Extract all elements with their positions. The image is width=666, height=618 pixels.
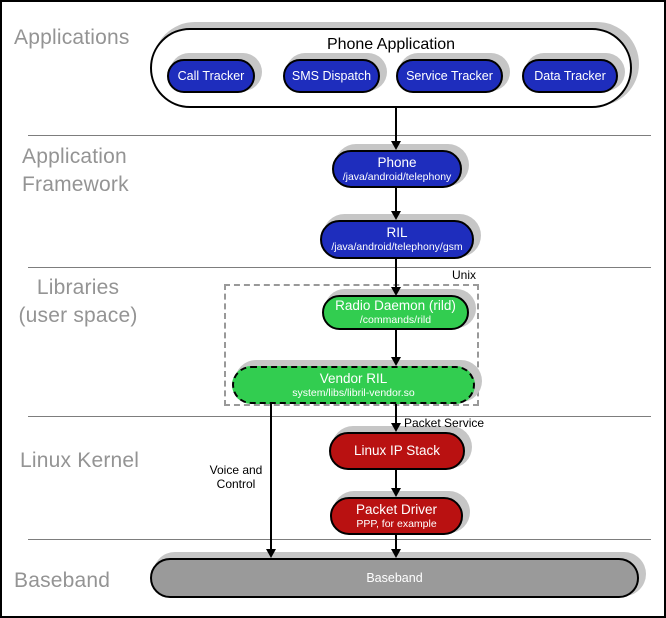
node-title: RIL xyxy=(386,225,408,241)
node-label: SMS Dispatch xyxy=(291,68,372,83)
unix-boundary-box xyxy=(224,284,479,406)
section-label-line: (user space) xyxy=(18,304,138,327)
node-vendor-ril: Vendor RIL system/libs/libril-vendor.so xyxy=(232,366,475,404)
node-title: Linux IP Stack xyxy=(353,442,441,458)
connector-phone-to-ril xyxy=(395,188,397,213)
voice-control-line: Voice and xyxy=(209,463,263,477)
voice-control-label: Voice and Control xyxy=(207,463,265,491)
node-subtitle: /java/android/telephony xyxy=(342,170,452,183)
connector-vendor-to-ip-stack xyxy=(395,404,397,425)
arrowhead-into-baseband-voice xyxy=(266,549,276,558)
node-phone: Phone /java/android/telephony xyxy=(332,150,462,188)
connector-ril-to-rild xyxy=(395,259,397,289)
node-subtitle: /java/android/telephony/gsm xyxy=(331,241,463,254)
node-subtitle: /commands/rild xyxy=(359,314,432,327)
node-data-tracker: Data Tracker xyxy=(522,59,618,93)
arrowhead-into-baseband-data xyxy=(391,549,401,558)
voice-control-line: Control xyxy=(216,477,256,491)
node-subtitle: PPP, for example xyxy=(356,517,437,530)
node-title: Packet Driver xyxy=(355,501,438,517)
node-label: Call Tracker xyxy=(177,68,245,83)
packet-service-label: Packet Service xyxy=(404,416,485,430)
connector-rild-to-vendor-ril xyxy=(395,330,397,359)
arrowhead-into-radio-daemon xyxy=(391,287,401,296)
connector-ip-stack-to-driver xyxy=(395,470,397,490)
arrowhead-into-ip-stack xyxy=(391,423,401,432)
arrowhead-into-vendor-ril xyxy=(391,357,401,366)
node-packet-driver: Packet Driver PPP, for example xyxy=(330,497,463,535)
phone-application-title: Phone Application xyxy=(326,36,456,53)
section-label-line: Application xyxy=(22,145,127,168)
connector-driver-to-baseband xyxy=(395,535,397,551)
node-title: Vendor RIL xyxy=(319,370,388,386)
arrowhead-into-packet-driver xyxy=(391,488,401,497)
divider-framework-libraries xyxy=(28,267,651,268)
node-title: Phone xyxy=(377,154,417,170)
node-title: Radio Daemon (rild) xyxy=(335,298,456,314)
node-subtitle: system/libs/libril-vendor.so xyxy=(292,386,415,399)
divider-libraries-kernel xyxy=(28,416,651,417)
unix-label: Unix xyxy=(452,268,477,282)
arrowhead-into-ril xyxy=(391,211,401,220)
node-label: Service Tracker xyxy=(406,68,493,83)
node-radio-daemon: Radio Daemon (rild) /commands/rild xyxy=(322,295,469,330)
section-label-application-framework: Application Framework xyxy=(22,143,129,199)
section-label-linux-kernel: Linux Kernel xyxy=(20,449,140,472)
node-ril: RIL /java/android/telephony/gsm xyxy=(320,220,474,259)
node-linux-ip-stack: Linux IP Stack xyxy=(329,432,465,470)
node-sms-dispatch: SMS Dispatch xyxy=(283,59,380,93)
section-label-applications: Applications xyxy=(14,26,130,49)
node-baseband: Baseband xyxy=(150,558,639,598)
node-call-tracker: Call Tracker xyxy=(167,59,255,93)
section-label-libraries: Libraries (user space) xyxy=(8,274,148,330)
arrowhead-into-phone xyxy=(391,141,401,150)
connector-voice-control xyxy=(270,404,272,551)
node-label: Data Tracker xyxy=(534,68,606,83)
section-label-line: Libraries xyxy=(36,276,120,299)
divider-applications-framework xyxy=(28,135,651,136)
section-label-baseband: Baseband xyxy=(14,569,111,592)
connector-apps-to-phone xyxy=(395,108,397,143)
node-title: Baseband xyxy=(366,570,423,585)
section-label-line: Framework xyxy=(22,173,129,196)
node-service-tracker: Service Tracker xyxy=(396,59,503,93)
divider-kernel-baseband xyxy=(28,539,651,540)
